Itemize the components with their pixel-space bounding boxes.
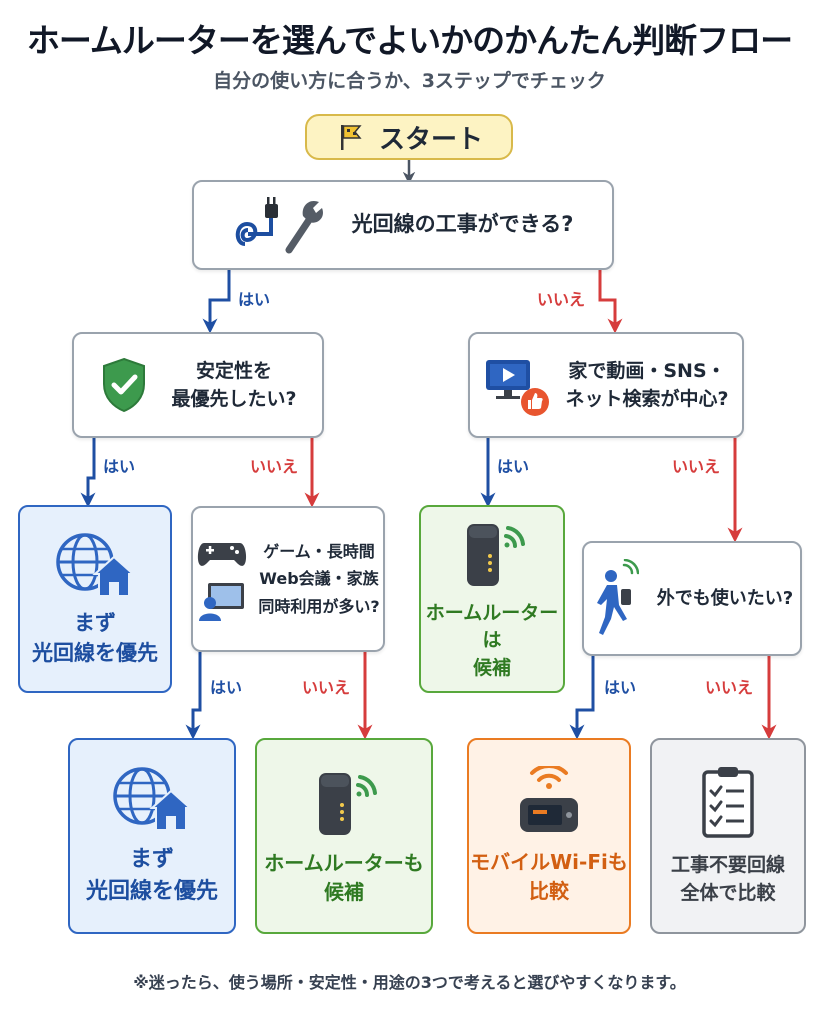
start-label: スタート: [378, 124, 483, 155]
question-fiber-construction: 光回線の工事ができる?: [192, 180, 614, 270]
globe-home-icon: [113, 767, 193, 832]
question-use-outside-text: 外でも使いたい?: [656, 588, 794, 609]
answer-yes-q2: はい: [103, 457, 136, 476]
arrow-q5-yes: [569, 656, 595, 740]
walking-person-phone-icon: [596, 558, 639, 635]
mobile-wifi-icon: [520, 766, 578, 832]
footnote: ※迷ったら、使う場所・安定性・用途の3つで考えると選びやすくなります。: [133, 973, 686, 992]
arrow-q1-no: [598, 270, 623, 334]
result-mobile-wifi-line1: モバイルWi-Fiも: [470, 850, 628, 874]
question-heavy-usage-line3: 同時利用が多い?: [258, 596, 380, 616]
result-home-router-also-line1: ホームルーターも: [264, 851, 424, 875]
question-stability: 安定性を 最優先したい?: [72, 332, 324, 438]
result-fiber-first-2-line1: まず: [129, 847, 174, 873]
home-router-icon: [467, 523, 525, 586]
result-fiber-first-2: まず 光回線を優先: [68, 738, 236, 934]
result-no-construction: 工事不要回線 全体で比較: [650, 738, 806, 934]
answer-yes-q1: はい: [238, 290, 271, 309]
result-fiber-first-line1: まず: [74, 610, 116, 635]
result-fiber-first: まず 光回線を優先: [18, 505, 172, 693]
answer-no-q3: いいえ: [672, 457, 721, 476]
question-heavy-usage-line1: ゲーム・長時間: [263, 542, 375, 562]
clipboard-checklist-icon: [702, 767, 754, 839]
game-meeting-icon: [198, 543, 247, 621]
result-fiber-first-2-line2: 光回線を優先: [85, 879, 218, 904]
flag-icon: [340, 125, 362, 150]
arrow-q2-yes: [80, 438, 96, 508]
result-home-router-also-line2: 候補: [324, 880, 364, 904]
question-use-outside: 外でも使いたい?: [582, 541, 802, 656]
result-fiber-first-line2: 光回線を優先: [32, 641, 158, 665]
result-home-router-candidate-line1: ホームルーターは: [425, 601, 559, 652]
answer-yes-q3: はい: [497, 457, 530, 476]
result-mobile-wifi: モバイルWi-Fiも 比較: [467, 738, 631, 934]
question-fiber-construction-text: 光回線の工事ができる?: [351, 212, 574, 237]
arrow-q4-yes: [185, 652, 202, 740]
answer-no-q2: いいえ: [250, 457, 299, 476]
page-subtitle: 自分の使い方に合うか、3ステップでチェック: [213, 70, 606, 92]
video-like-icon: [486, 360, 550, 416]
answer-yes-q4: はい: [210, 678, 243, 697]
globe-home-icon: [56, 532, 136, 597]
shield-check-icon: [103, 357, 146, 413]
answer-no-q1: いいえ: [537, 290, 586, 309]
question-home-usage-line1: 家で動画・SNS・: [568, 359, 726, 382]
result-home-router-also: ホームルーターも 候補: [255, 738, 433, 934]
question-home-usage-line2: ネット検索が中心?: [565, 388, 729, 410]
arrow-q1-yes: [202, 270, 231, 334]
question-heavy-usage: ゲーム・長時間 Web会議・家族 同時利用が多い?: [191, 506, 385, 652]
result-home-router-candidate: ホームルーターは 候補: [419, 505, 565, 693]
result-home-router-candidate-line2: 候補: [472, 656, 511, 679]
question-stability-line1: 安定性を: [195, 359, 272, 382]
answer-yes-q5: はい: [604, 678, 637, 697]
answer-no-q5: いいえ: [705, 678, 754, 697]
question-stability-line2: 最優先したい?: [171, 388, 297, 410]
cable-wrench-icon: [235, 197, 323, 254]
result-mobile-wifi-line2: 比較: [528, 879, 569, 903]
question-home-usage: 家で動画・SNS・ ネット検索が中心?: [468, 332, 744, 438]
answer-no-q4: いいえ: [302, 678, 351, 697]
result-no-construction-line1: 工事不要回線: [670, 854, 785, 877]
start-node: スタート: [305, 114, 513, 160]
question-heavy-usage-line2: Web会議・家族: [259, 569, 379, 589]
home-router-icon: [319, 773, 377, 835]
result-no-construction-line2: 全体で比較: [680, 882, 776, 904]
page-title: ホームルーターを選んでよいかのかんたん判断フロー: [26, 21, 793, 60]
